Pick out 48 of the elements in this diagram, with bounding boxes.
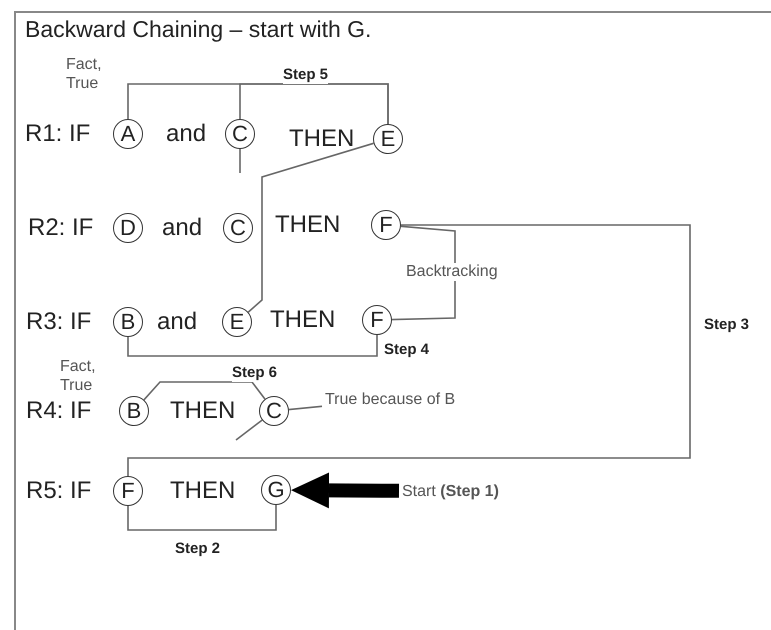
keyword: THEN [270,306,336,334]
rule-label: R4: IF [26,397,92,425]
letter-circle: A [113,119,143,149]
line-stub [236,419,263,441]
edge-label: Step 2 [175,540,220,558]
edge-label: Backtracking [406,263,498,281]
edge-label: Step 4 [384,341,430,359]
letter-circle: F [113,476,143,506]
start-annotation: Start (Step 1) [402,481,602,502]
connector-line [392,226,456,320]
keyword: and [157,308,198,336]
letter-circle: B [113,307,143,337]
rule-label: R1: IF [25,120,90,148]
keyword: THEN [170,477,236,505]
letter-circle: C [223,213,253,243]
line-stub [239,149,241,173]
annotation-text: Fact, True [60,357,97,395]
letter-circle: D [113,213,143,243]
keyword: and [166,120,206,148]
keyword: and [162,214,202,242]
letter-circle: F [371,210,401,240]
connector-line [239,83,389,124]
annotation-text: True because of B [325,389,460,410]
letter-circle: G [261,475,291,505]
edge-label: Step 3 [704,316,750,334]
connector-line [248,142,374,313]
connector-line [127,224,691,476]
connector-line [127,505,277,531]
keyword: THEN [289,125,354,153]
letter-circle: E [373,124,403,154]
annotation-text: Fact, True [66,55,103,93]
leader-line [288,406,322,410]
connector-line [143,381,266,400]
connector-line [127,335,378,357]
letter-circle: E [222,307,252,337]
letter-circle: C [225,119,255,149]
title: Backward Chaining – start with G. [25,16,372,43]
edge-label: Step 5 [283,66,328,84]
rule-label: R5: IF [26,477,92,505]
rule-label: R2: IF [28,214,94,242]
edge-label: Step 6 [232,364,278,382]
arrow [291,472,400,508]
keyword: THEN [275,211,340,239]
letter-circle: B [119,396,149,426]
keyword: THEN [170,397,236,425]
letter-circle: F [362,305,392,335]
rule-label: R3: IF [26,308,92,336]
letter-circle: C [259,396,289,426]
